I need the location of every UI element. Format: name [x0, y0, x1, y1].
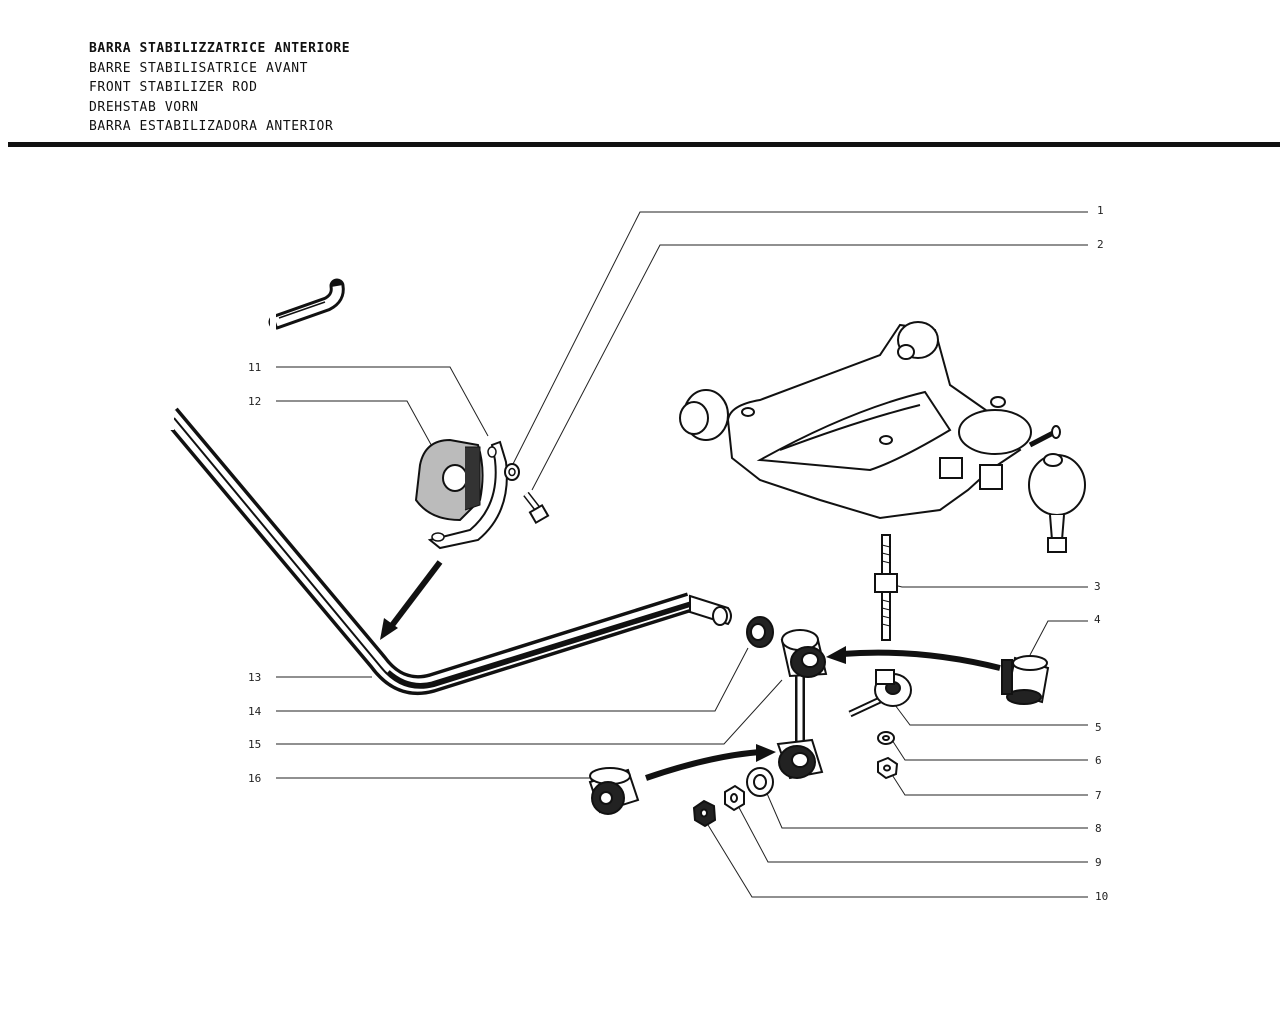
leader-14: [276, 647, 749, 712]
title-french: BARRE STABILISATRICE AVANT: [89, 60, 309, 76]
hardware-8-9-10: [692, 767, 774, 828]
title-english: FRONT STABILIZER ROD: [89, 80, 258, 95]
title-italian: BARRA STABILIZZATRICE ANTERIORE: [89, 41, 351, 56]
title-spanish: BARRA ESTABILIZADORA ANTERIOR: [89, 119, 334, 134]
ball-pin: [848, 669, 912, 780]
callout-15: 15: [248, 738, 261, 751]
callout-8: 8: [1095, 822, 1102, 835]
bushing-4: [1001, 655, 1050, 705]
stabilizer-bar-inset: [268, 278, 345, 340]
washer-and-bolt: [504, 463, 550, 525]
stabilizer-link: [776, 629, 828, 780]
callout-6: 6: [1095, 754, 1102, 767]
leader-9: [734, 799, 1088, 863]
assembly-arrows: [380, 560, 1001, 781]
leader-16: [276, 777, 599, 791]
bushing-16: [588, 767, 640, 815]
callout-14: 14: [248, 705, 262, 718]
leader-lines: [276, 211, 1088, 898]
leader-6: [891, 739, 1088, 761]
callout-9: 9: [1095, 856, 1102, 869]
leader-1: [511, 211, 1088, 467]
callout-11: 11: [248, 361, 261, 374]
leader-4: [1029, 620, 1088, 656]
leader-2: [531, 244, 1088, 491]
washer-14: [746, 616, 774, 648]
leader-12: [276, 400, 435, 451]
callout-16: 16: [248, 772, 261, 785]
callout-4: 4: [1094, 613, 1101, 626]
leader-7: [888, 769, 1088, 796]
callout-10: 10: [1095, 890, 1108, 903]
leader-3: [889, 583, 1088, 588]
callout-1: 1: [1097, 204, 1104, 217]
bushing-and-bracket: [414, 438, 508, 550]
title-german: DREHSTAB VORN: [89, 99, 199, 115]
leader-15: [276, 679, 783, 745]
threaded-stud: [874, 534, 898, 641]
callout-numbers: 1 2 3 4 5 6 7 8 9 10 11 12 13 14 15 16: [248, 204, 1108, 903]
leader-5: [894, 704, 1088, 726]
callout-3: 3: [1094, 580, 1101, 593]
callout-12: 12: [248, 395, 261, 408]
leader-8: [761, 781, 1088, 829]
control-arm: [679, 321, 1086, 553]
leader-11: [276, 366, 489, 437]
page-title-block: BARRA STABILIZZATRICE ANTERIORE BARRE ST…: [89, 39, 350, 137]
callout-7: 7: [1095, 789, 1102, 802]
stabilizer-bar: [160, 400, 732, 696]
leader-10: [704, 819, 1088, 898]
callout-2: 2: [1097, 238, 1104, 251]
header-divider: [8, 142, 1280, 147]
callout-5: 5: [1095, 721, 1102, 734]
callout-13: 13: [248, 671, 261, 684]
